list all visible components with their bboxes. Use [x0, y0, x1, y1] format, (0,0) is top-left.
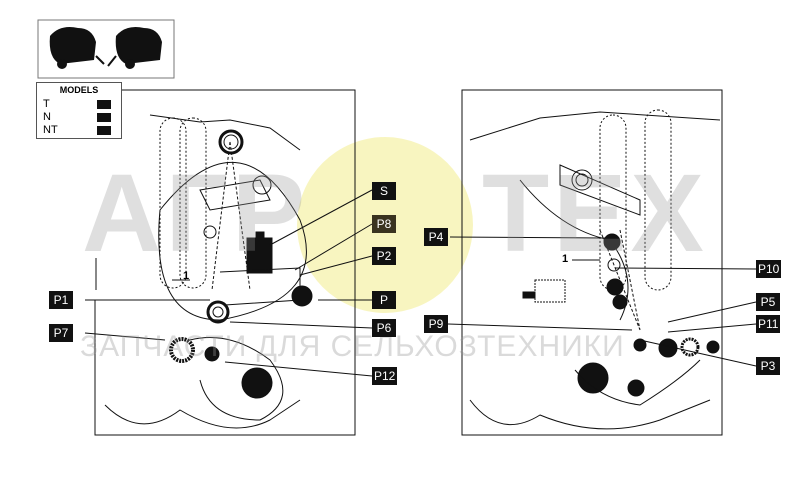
- models-legend: MODELS T N NT: [36, 82, 122, 139]
- watermark-brand: АГР ТЕХ: [82, 152, 708, 275]
- model-marker: [97, 100, 111, 109]
- label-p: P: [372, 291, 396, 309]
- model-code: T: [43, 98, 50, 110]
- baler-silhouette-icon: [49, 27, 105, 69]
- label-s: S: [372, 182, 396, 200]
- right-leader-lines: [447, 236, 757, 367]
- model-marker: [97, 113, 111, 122]
- label-p4: P4: [424, 228, 448, 246]
- label-p8: P8: [372, 215, 396, 233]
- model-code: N: [43, 111, 51, 123]
- label-p12: P12: [372, 367, 398, 385]
- models-title: MODELS: [59, 85, 99, 95]
- right-baler-diagram: [461, 89, 723, 436]
- label-p5: P5: [756, 293, 780, 311]
- part-number-1: 1: [183, 270, 190, 282]
- label-p6: P6: [372, 319, 396, 337]
- left-baler-diagram: [94, 89, 356, 436]
- label-p10: P10: [756, 260, 782, 278]
- label-p3: P3: [756, 357, 780, 375]
- left-leader-lines: [84, 189, 373, 377]
- label-p7: P7: [49, 324, 73, 342]
- label-p9: P9: [424, 315, 448, 333]
- part-number-1: 1: [562, 253, 569, 265]
- watermark-subtitle: ЗАПЧАСТИ ДЛЯ СЕЛЬХОЗТЕХНИКИ: [80, 330, 625, 363]
- model-marker: [97, 126, 111, 135]
- baler-silhouette-icon: [107, 27, 162, 69]
- label-p1: P1: [49, 291, 73, 309]
- label-p11: P11: [756, 315, 781, 333]
- model-code: NT: [43, 124, 58, 136]
- label-p2: P2: [372, 247, 396, 265]
